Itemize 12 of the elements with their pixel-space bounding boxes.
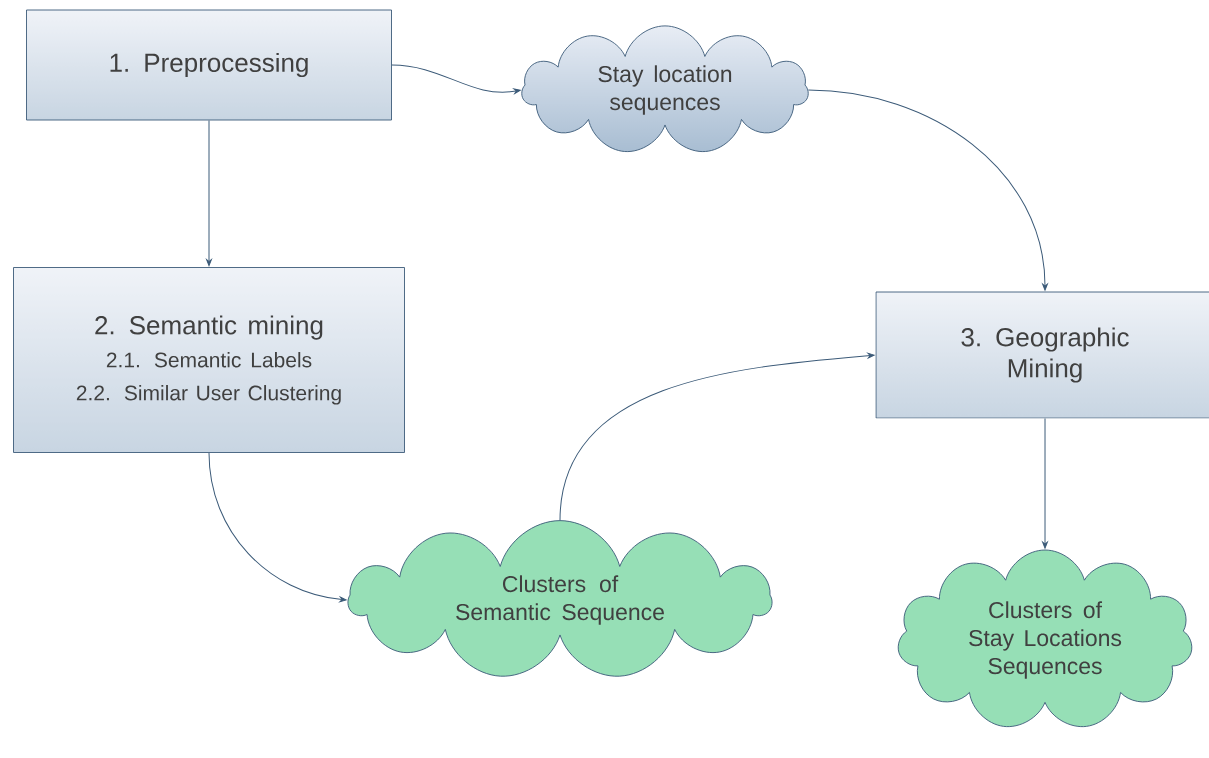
arrow (208, 452, 347, 603)
data-cloud: Clusters of Stay Locations Sequences (897, 549, 1193, 728)
process-box: 3. Geographic Mining (875, 291, 1209, 419)
arrow (559, 352, 875, 521)
arrow (391, 64, 521, 95)
data-cloud: Clusters of Semantic Sequence (347, 520, 773, 677)
process-box: 2. Semantic mining 2.1. Semantic Labels 2.2. Similar User Clustering (13, 267, 405, 453)
arrow (206, 119, 212, 267)
data-cloud: Stay location sequences (521, 25, 809, 152)
arrow (1042, 417, 1048, 549)
arrow (807, 89, 1048, 291)
process-box: 1. Preprocessing (26, 9, 392, 121)
